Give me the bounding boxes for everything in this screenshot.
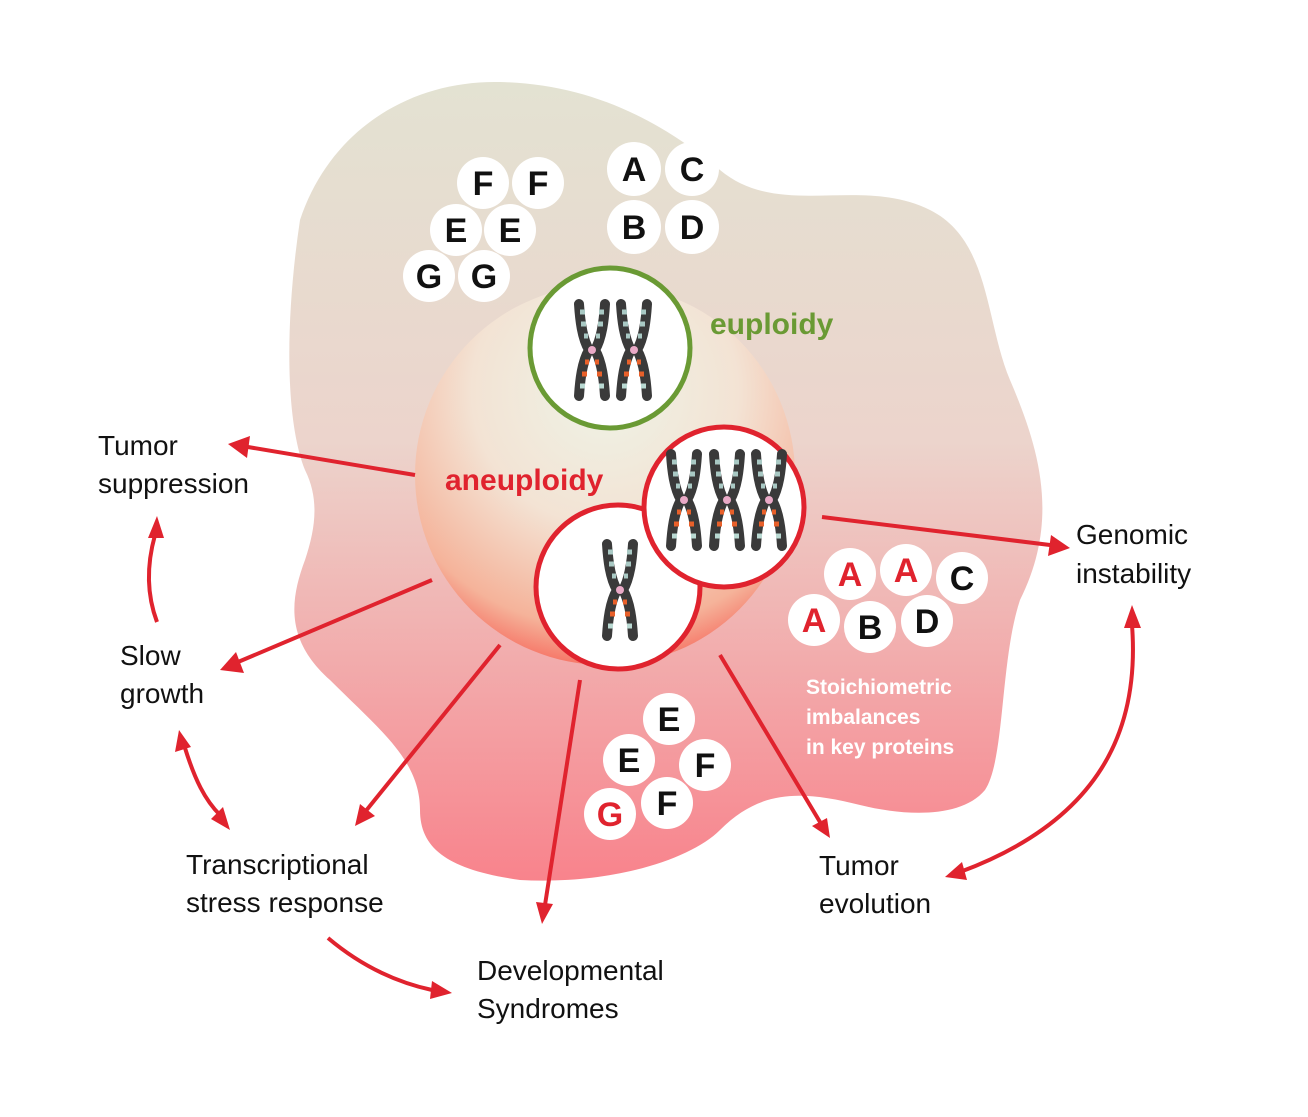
protein-letter: F xyxy=(528,165,549,203)
outcome-line: Genomic xyxy=(1076,519,1188,550)
outcome-line: Transcriptional xyxy=(186,849,369,880)
protein-letter: G xyxy=(471,258,497,296)
protein-letter: B xyxy=(622,209,647,247)
protein-letter: A xyxy=(622,151,647,189)
outcome-line: Tumor xyxy=(98,430,178,461)
arrow-slow-stress-bidirectional xyxy=(183,747,222,817)
protein-letter-excess: A xyxy=(894,552,919,590)
protein-letter-excess: A xyxy=(802,602,827,640)
stoichiometric-imbalance-label: Stoichiometric imbalances in key protein… xyxy=(806,676,954,759)
euploidy-label: euploidy xyxy=(710,308,834,341)
protein-group-bottom-imbalanced: E E F G F xyxy=(584,693,731,840)
outcome-transcriptional-stress: Transcriptional stress response xyxy=(186,849,384,918)
outcome-line: Developmental xyxy=(477,955,664,986)
outcome-developmental-syndromes: Developmental Syndromes xyxy=(477,955,664,1024)
protein-letter: C xyxy=(950,560,975,598)
protein-letter: B xyxy=(858,609,883,647)
outcome-line: suppression xyxy=(98,468,249,499)
protein-letter: F xyxy=(695,747,716,785)
protein-letter: D xyxy=(680,209,705,247)
euploid-circle xyxy=(527,265,693,431)
arrow-to-genomic-instability xyxy=(821,515,1051,547)
outcome-line: instability xyxy=(1076,558,1191,589)
outcome-slow-growth: Slow growth xyxy=(120,640,204,709)
outcome-line: growth xyxy=(120,678,204,709)
outcome-tumor-suppression: Tumor suppression xyxy=(98,430,249,499)
arrow-to-tumor-evolution xyxy=(718,653,822,824)
outcome-line: evolution xyxy=(819,888,931,919)
outcome-line: Tumor xyxy=(819,850,899,881)
protein-letter: E xyxy=(445,212,468,250)
protein-letter-excess: G xyxy=(597,796,623,834)
arrow-to-tumor-suppression xyxy=(247,445,416,477)
protein-letter: F xyxy=(657,785,678,823)
protein-letter: E xyxy=(618,742,641,780)
protein-letter: E xyxy=(499,212,522,250)
stoich-line-2: imbalances xyxy=(806,706,920,729)
arrow-to-transcriptional-stress xyxy=(363,643,502,814)
protein-letter: G xyxy=(416,258,442,296)
protein-group-right-imbalanced: A A C A B D xyxy=(788,544,988,653)
aneuploidy-label: aneuploidy xyxy=(445,464,604,497)
outcome-tumor-evolution: Tumor evolution xyxy=(819,850,931,919)
outcome-line: Syndromes xyxy=(477,993,619,1024)
outcome-line: Slow xyxy=(120,640,181,671)
arrows xyxy=(146,436,1141,999)
arrow-slow-to-suppression xyxy=(146,534,159,623)
protein-letter: C xyxy=(680,151,705,189)
protein-group-top-left: F F E E G G xyxy=(403,157,564,302)
outcome-line: stress response xyxy=(186,887,384,918)
protein-letter: D xyxy=(915,603,940,641)
arrow-genomic-evolution-bidirectional xyxy=(959,624,1135,874)
arrow-stress-to-developmental xyxy=(326,936,433,992)
protein-group-top-right: A C B D xyxy=(607,142,719,254)
arrow-to-developmental-syndromes xyxy=(543,679,582,906)
protein-letter: E xyxy=(658,701,681,739)
stoich-line-3: in key proteins xyxy=(806,736,954,759)
stoich-line-1: Stoichiometric xyxy=(806,676,952,699)
outcome-genomic-instability: Genomic instability xyxy=(1076,519,1191,589)
protein-letter-excess: A xyxy=(838,556,863,594)
protein-letter: F xyxy=(473,165,494,203)
arrow-to-slow-growth xyxy=(237,578,433,664)
